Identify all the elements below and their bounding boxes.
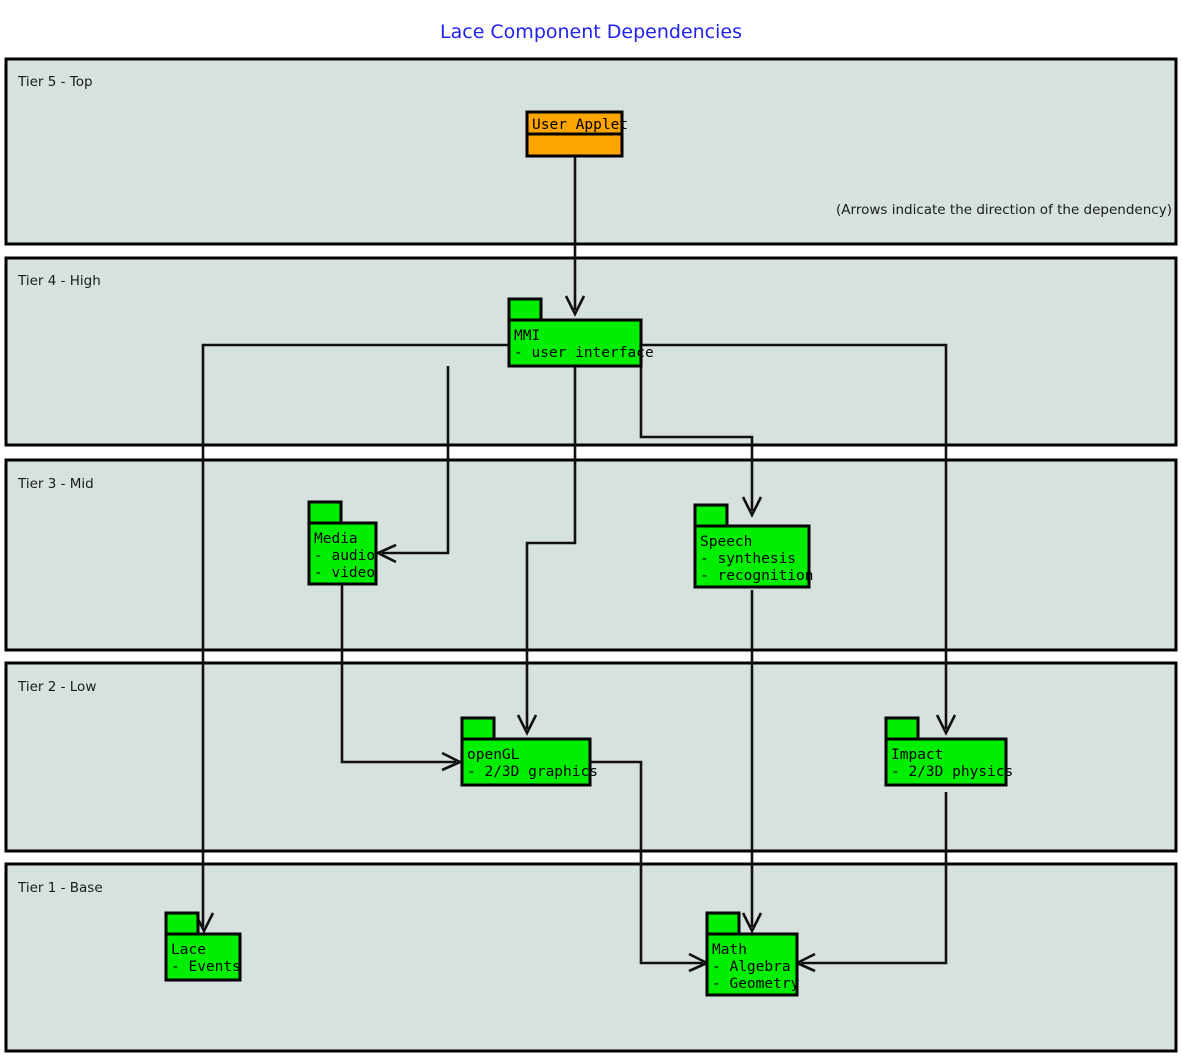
package-media-line-1: - video [314, 565, 375, 581]
connector-mmi-to-impact [641, 343, 948, 729]
arrowhead-opengl-left [441, 751, 464, 772]
page-title: Lace Component Dependencies [440, 21, 742, 43]
connector-mmi-to-opengl [525, 366, 577, 729]
package-opengl-line-0: - 2/3D graphics [467, 764, 598, 780]
arrowhead-opengl-top [516, 714, 538, 736]
package-speech-body [693, 524, 811, 589]
package-lace[interactable]: Lace - Events [164, 911, 242, 982]
package-media-title: Media [314, 531, 358, 547]
package-math-line-1: - Geometry [712, 976, 800, 992]
package-math-line-0: - Algebra [712, 959, 791, 975]
tier-label-tier3: Tier 3 - Mid [17, 476, 94, 492]
arrowhead-math-top [741, 912, 763, 934]
package-user-applet-title: User Applet [532, 117, 628, 133]
legend-note: (Arrows indicate the direction of the de… [836, 202, 1172, 218]
connector-mmi-to-media [382, 366, 450, 555]
tier-label-tier4: Tier 4 - High [17, 273, 101, 289]
connector-layer [193, 156, 957, 973]
connector-impact-to-math [801, 792, 948, 965]
connector-media-to-opengl [340, 584, 456, 764]
package-media-body [307, 521, 378, 586]
package-math[interactable]: Math - Algebra - Geometry [705, 911, 800, 997]
arrowhead-mmi-top [564, 295, 586, 317]
package-mmi[interactable]: MMI - user interface [507, 297, 654, 368]
arrowhead-speech-top [741, 496, 763, 518]
package-speech-line-1: - recognition [700, 568, 814, 584]
package-impact[interactable]: Impact - 2/3D physics [884, 716, 1013, 787]
tier-label-tier5: Tier 5 - Top [17, 74, 93, 90]
connector-mmi-to-speech [639, 366, 754, 511]
package-lace-body [164, 932, 242, 982]
tier-group-tier3: Tier 3 - Mid [4, 458, 1178, 652]
package-impact-body [884, 737, 1008, 787]
package-opengl-body [460, 737, 592, 787]
tier-rect-tier3 [4, 458, 1178, 652]
package-math-title: Math [712, 942, 747, 958]
package-impact-title: Impact [891, 747, 943, 763]
package-impact-line-0: - 2/3D physics [891, 764, 1013, 780]
package-lace-title: Lace [171, 942, 206, 958]
package-speech-title: Speech [700, 534, 752, 550]
package-mmi-line-0: - user interface [514, 345, 654, 361]
tier-label-tier2: Tier 2 - Low [17, 679, 96, 695]
package-speech-line-0: - synthesis [700, 551, 796, 567]
tier-label-tier1: Tier 1 - Base [17, 880, 103, 896]
package-opengl[interactable]: openGL - 2/3D graphics [460, 716, 598, 787]
package-speech[interactable]: Speech - synthesis - recognition [693, 503, 814, 589]
package-media-line-0: - audio [314, 548, 375, 564]
package-user-applet-tab [525, 110, 624, 138]
package-opengl-title: openGL [467, 747, 520, 763]
package-user-applet-body [525, 132, 624, 158]
arrowhead-media-right [374, 543, 397, 564]
package-mmi-body [507, 318, 643, 368]
connector-opengl-to-math [590, 760, 703, 965]
arrowhead-impact-top [935, 714, 957, 736]
package-lace-line-0: - Events [171, 959, 241, 975]
package-mmi-title: MMI [514, 328, 540, 344]
package-media[interactable]: Media - audio - video [307, 500, 378, 586]
connector-mmi-to-lace [201, 343, 509, 927]
package-user-applet[interactable]: User Applet [525, 110, 628, 158]
package-math-body [705, 932, 799, 997]
